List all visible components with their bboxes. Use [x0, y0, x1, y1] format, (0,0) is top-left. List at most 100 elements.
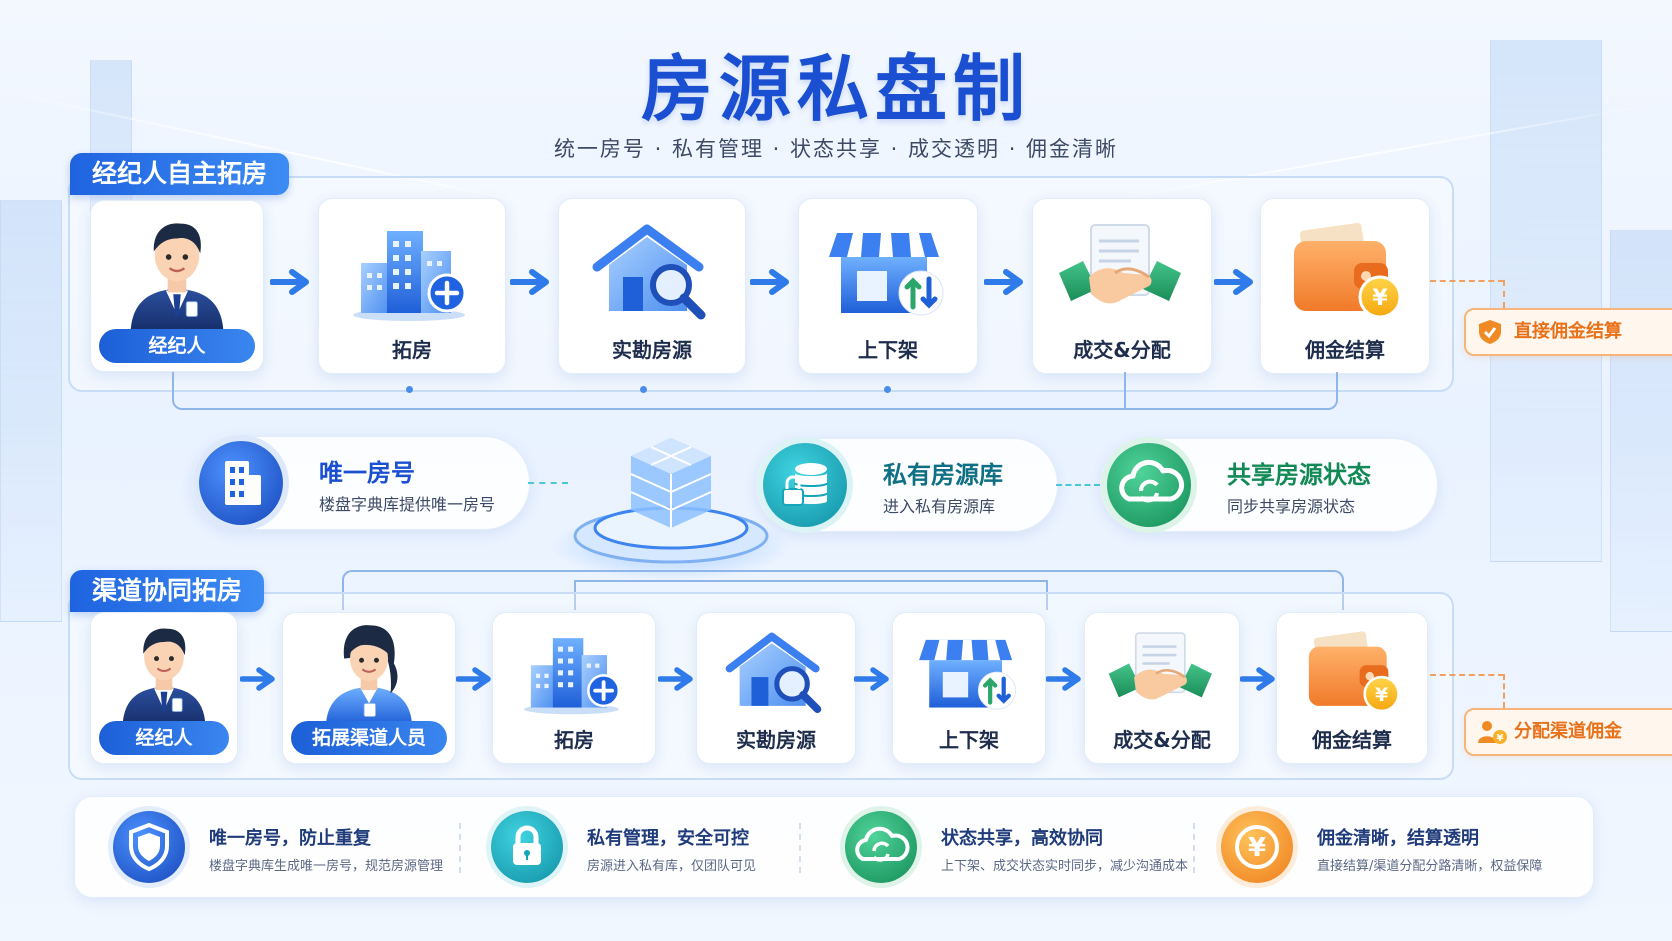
connector-dot [640, 386, 647, 393]
bottom-step-survey: 实勘房源 [696, 612, 856, 764]
benefit-icon-circle [491, 811, 563, 883]
shield-icon [129, 822, 169, 872]
handshake-icon [1057, 221, 1187, 321]
step-label: 实勘房源 [736, 728, 816, 752]
page-subtitle: 统一房号 · 私有管理 · 状态共享 · 成交透明 · 佣金清晰 [553, 137, 1119, 161]
badge-connector [1430, 674, 1504, 676]
channel-commission-badge: ¥ 分配渠道佣金 [1464, 708, 1672, 756]
connector-line [1124, 372, 1126, 408]
benefit-desc: 直接结算/渠道分配分路清晰，权益保障 [1317, 859, 1543, 874]
badge-text: 直接佣金结算 [1514, 321, 1622, 342]
cloud-sync-icon [855, 826, 910, 862]
top-step-deal: 成交&分配 [1032, 198, 1212, 374]
benefit-desc: 楼盘字典库生成唯一房号，规范房源管理 [209, 859, 444, 874]
bottom-step-commission: 佣金结算 [1276, 612, 1428, 764]
step-label: 拓房 [392, 338, 432, 362]
feature-desc: 楼盘字典库提供唯一房号 [319, 495, 496, 514]
benefit-desc: 房源进入私有库，仅团队可见 [587, 859, 757, 874]
flow-arrow [1046, 667, 1081, 691]
benefit-divider [799, 823, 801, 873]
feature-shared-status: 共享房源状态 同步共享房源状态 [1100, 438, 1438, 532]
flow-arrow [270, 269, 309, 295]
feature-icon-circle [763, 443, 847, 527]
feature-unique-number: 唯一房号 楼盘字典库提供唯一房号 [192, 436, 530, 530]
bottom-step-deal: 成交&分配 [1084, 612, 1240, 764]
feature-title: 私有房源库 [883, 461, 1003, 489]
connector-line [172, 372, 1338, 410]
benefit-desc: 上下架、成交状态实时同步，减少沟通成本 [941, 859, 1189, 874]
step-label: 实勘房源 [612, 338, 692, 362]
top-step-tuofang: 拓房 [318, 198, 506, 374]
badge-connector [1503, 280, 1505, 308]
benefit-icon-circle: ¥ [1221, 811, 1293, 883]
svg-text:¥: ¥ [1248, 833, 1266, 863]
feature-desc: 同步共享房源状态 [1227, 497, 1356, 516]
feature-title: 共享房源状态 [1227, 461, 1371, 489]
benefit-item: ¥ 佣金清晰，结算透明 直接结算/渠道分配分路清晰，权益保障 [1183, 797, 1583, 897]
building-plus-icon [347, 221, 477, 321]
badge-connector [1430, 280, 1504, 282]
connector-line [574, 580, 1048, 610]
feature-connector [1056, 484, 1100, 486]
svg-text:¥: ¥ [1497, 733, 1504, 744]
feature-private-pool: 私有房源库 进入私有房源库 [756, 438, 1058, 532]
flow-arrow [240, 667, 275, 691]
feature-icon-circle [199, 441, 283, 525]
step-label: 佣金结算 [1305, 338, 1385, 362]
benefit-item: 私有管理，安全可控 房源进入私有库，仅团队可见 [453, 797, 833, 897]
building-icon [225, 461, 261, 505]
house-search-icon [721, 629, 831, 715]
step-label: 经纪人 [99, 721, 229, 755]
benefit-divider [1193, 823, 1195, 873]
agent-man-icon [106, 617, 222, 725]
benefit-title: 唯一房号，防止重复 [209, 828, 371, 849]
step-label: 成交&分配 [1073, 338, 1171, 362]
store-updown-icon [914, 629, 1024, 715]
house-search-icon [587, 221, 717, 321]
wallet-yuan-icon [1280, 221, 1410, 321]
badge-connector [1503, 674, 1505, 708]
step-label: 拓房 [554, 728, 594, 752]
cube-icon [630, 438, 712, 528]
shield-icon [1479, 320, 1501, 344]
step-label: 经纪人 [99, 329, 255, 363]
benefit-icon-circle [113, 811, 185, 883]
top-step-commission: 佣金结算 [1260, 198, 1430, 374]
bottom-step-channel: 拓展渠道人员 [282, 612, 456, 764]
flow-arrow [750, 269, 789, 295]
bg-building [1490, 40, 1602, 562]
flow-arrow [854, 667, 889, 691]
top-step-agent: 经纪人 [90, 200, 264, 372]
bg-building [1610, 230, 1672, 632]
benefit-icon-circle [845, 811, 917, 883]
bottom-step-agent: 经纪人 [90, 612, 238, 764]
flow-arrow [1214, 269, 1253, 295]
agent-man-icon [112, 209, 242, 333]
feature-connector [528, 482, 568, 484]
badge-text: 分配渠道佣金 [1514, 721, 1622, 742]
bottom-step-listing: 上下架 [892, 612, 1046, 764]
flow-arrow [456, 667, 491, 691]
feature-desc: 进入私有房源库 [883, 497, 996, 516]
step-label: 上下架 [858, 338, 918, 362]
direct-commission-badge: 直接佣金结算 [1464, 308, 1672, 356]
central-hub [551, 438, 791, 580]
benefit-title: 状态共享，高效协同 [941, 828, 1103, 849]
agent-woman-icon [311, 617, 427, 725]
connector-dot [406, 386, 413, 393]
flow-arrow [658, 667, 693, 691]
connector-line [342, 570, 1344, 610]
page-title: 房源私盘制 [640, 47, 1031, 131]
flow-arrow [510, 269, 549, 295]
wallet-yuan-icon [1297, 629, 1407, 715]
benefit-divider [459, 823, 461, 873]
step-label: 成交&分配 [1113, 728, 1211, 752]
database-lock-icon [782, 463, 828, 506]
benefit-title: 佣金清晰，结算透明 [1317, 828, 1479, 849]
top-step-listing: 上下架 [798, 198, 978, 374]
bottom-section-tab: 渠道协同拓房 [70, 570, 265, 612]
bottom-step-tuofang: 拓房 [492, 612, 656, 764]
flow-arrow [1240, 667, 1275, 691]
flow-arrow [984, 269, 1023, 295]
